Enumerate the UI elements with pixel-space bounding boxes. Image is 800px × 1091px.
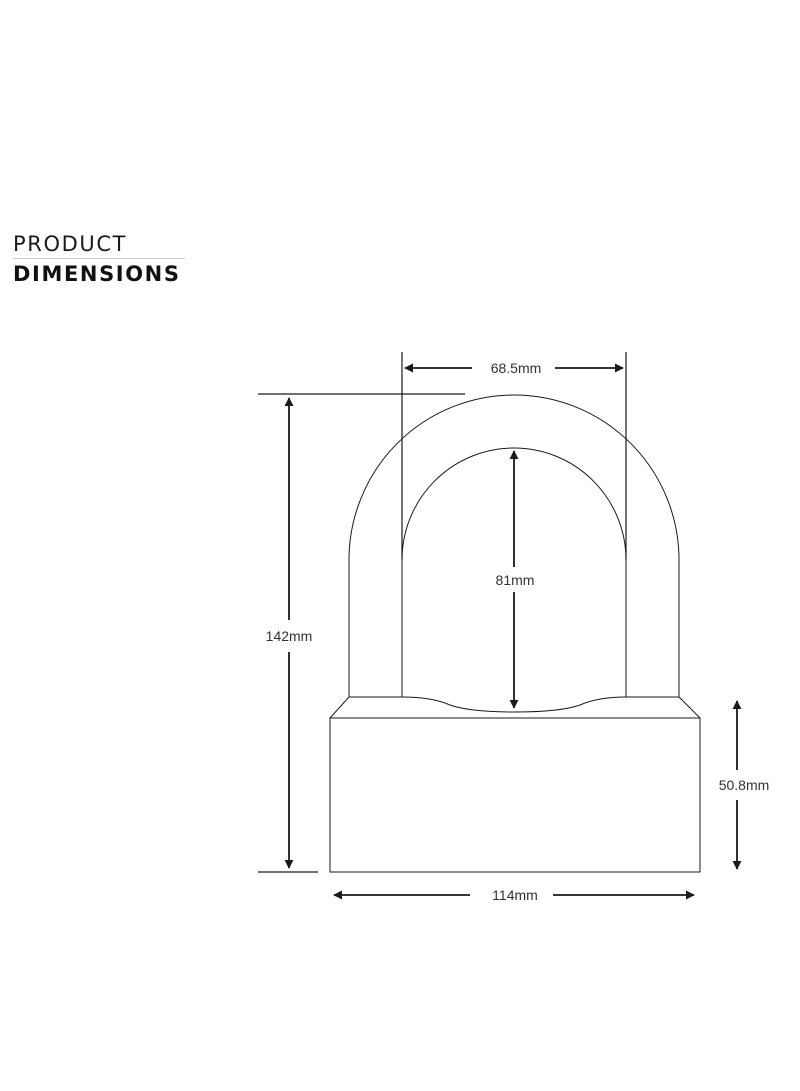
shackle-inner xyxy=(401,447,627,697)
label-shackle-width: 68.5mm xyxy=(491,360,542,376)
label-body-height: 50.8mm xyxy=(719,777,770,793)
shackle-outer xyxy=(348,394,680,697)
section-heading: PRODUCT DIMENSIONS xyxy=(13,232,185,286)
label-total-height: 142mm xyxy=(266,628,313,644)
heading-product: PRODUCT xyxy=(13,232,128,256)
body-top xyxy=(329,696,701,719)
label-body-width: 114mm xyxy=(492,887,538,903)
heading-divider xyxy=(13,258,185,259)
dimension-arrows xyxy=(284,363,742,900)
label-shackle-clearance: 81mm xyxy=(496,572,535,588)
extension-lines xyxy=(258,352,627,873)
heading-dimensions: DIMENSIONS xyxy=(13,262,181,286)
lock-body xyxy=(329,717,701,873)
padlock-icon xyxy=(329,394,701,873)
